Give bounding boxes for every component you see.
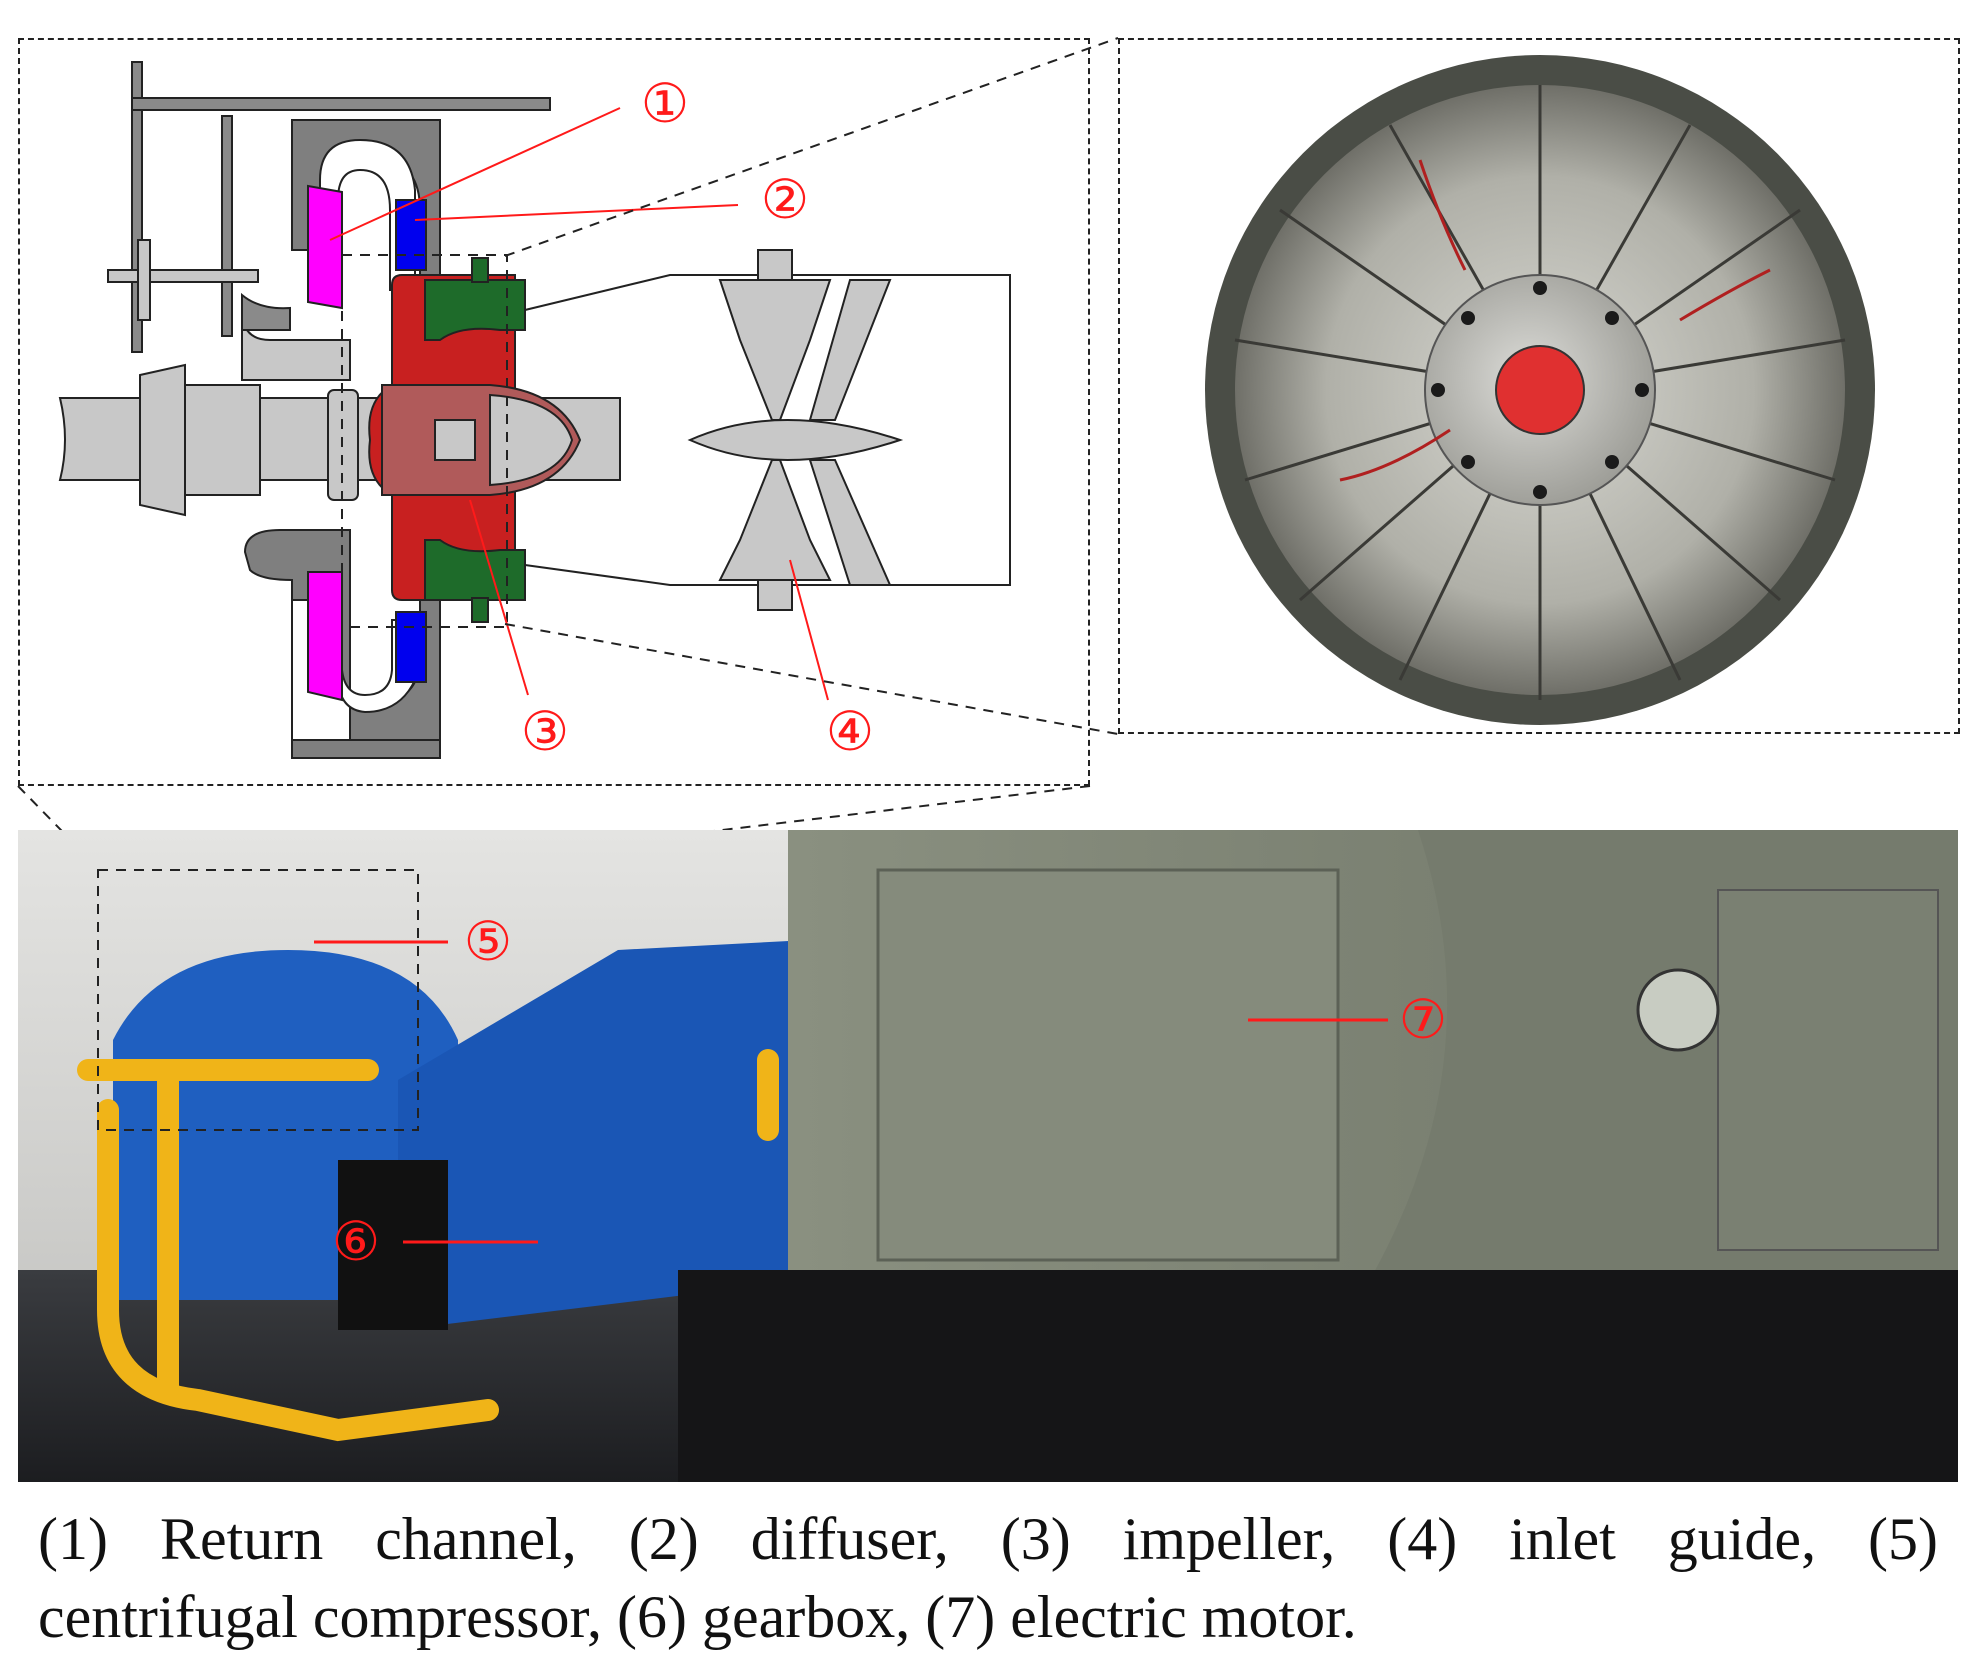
inlet-cone bbox=[687, 419, 904, 461]
guide-strut-upper bbox=[808, 279, 892, 421]
sensor-wire-2 bbox=[1679, 268, 1771, 322]
photo-zoom-region bbox=[97, 869, 419, 1131]
inlet-duct bbox=[524, 274, 1011, 586]
impeller-photo bbox=[1205, 55, 1875, 725]
figure-caption: (1) Return channel, (2) diffuser, (3) im… bbox=[38, 1500, 1938, 1656]
callout-3: ③ bbox=[521, 702, 569, 762]
stud-head bbox=[137, 239, 151, 321]
vane-pivot-upper bbox=[757, 249, 793, 281]
connector-impeller-top bbox=[504, 37, 1119, 257]
connector-impeller-bottom bbox=[504, 623, 1119, 735]
casing-wall-left bbox=[131, 61, 143, 353]
connector-photo-right bbox=[404, 785, 1091, 869]
casing-top-plate bbox=[131, 97, 551, 111]
diffuser-upper bbox=[395, 199, 427, 271]
vane-pivot-lower bbox=[757, 579, 793, 611]
seal-upper bbox=[424, 279, 526, 341]
coupling-hub bbox=[139, 363, 186, 517]
leader-2 bbox=[414, 204, 739, 221]
impeller-center-bolt bbox=[1495, 345, 1585, 435]
callout-4: ④ bbox=[826, 702, 874, 762]
gearbox-base-block bbox=[338, 1160, 448, 1330]
callout-7: ⑦ bbox=[1399, 990, 1447, 1050]
zoom-region bbox=[341, 254, 508, 628]
caption-line-2: centrifugal compressor, (6) gearbox, (7)… bbox=[38, 1584, 1357, 1650]
shaft-sleeve bbox=[184, 384, 261, 496]
motor-base-frame bbox=[678, 1270, 1958, 1482]
seal-bolt-lower bbox=[471, 597, 489, 623]
casing-inner-wall bbox=[221, 115, 233, 337]
motor-side-panel bbox=[876, 868, 1340, 1262]
impeller-key bbox=[434, 419, 476, 461]
leader-3 bbox=[469, 499, 529, 696]
bearing-housing-upper bbox=[241, 292, 291, 331]
schematic-panel: ① ② ③ ④ bbox=[18, 38, 1090, 786]
diffuser-lower bbox=[395, 611, 427, 683]
sensor-wire-1 bbox=[1418, 159, 1467, 271]
pressure-gauge bbox=[1636, 968, 1720, 1052]
guide-strut-lower bbox=[808, 459, 892, 586]
callout-2: ② bbox=[761, 170, 809, 230]
caption-line-1: (1) Return channel, (2) diffuser, (3) im… bbox=[38, 1506, 1938, 1572]
seal-bolt-upper bbox=[471, 257, 489, 283]
test-rig-photo-panel: ⑤ ⑥ ⑦ bbox=[18, 830, 1958, 1482]
callout-1: ① bbox=[641, 74, 689, 134]
hub-bolts bbox=[1431, 281, 1649, 499]
test-rig-photo: ⑤ ⑥ ⑦ bbox=[18, 830, 1958, 1482]
callout-6: ⑥ bbox=[332, 1212, 380, 1272]
motor-bearing-pedestal bbox=[1717, 889, 1939, 1251]
sensor-wire-3 bbox=[1339, 428, 1451, 482]
leader-1 bbox=[329, 107, 621, 241]
seal-lower bbox=[424, 539, 526, 601]
impeller-nose-nut bbox=[489, 393, 574, 487]
compressor-cross-section: ① ② ③ ④ bbox=[58, 61, 1011, 762]
callout-5: ⑤ bbox=[464, 912, 512, 972]
leader-4 bbox=[789, 559, 829, 701]
impeller-photo-panel bbox=[1118, 38, 1960, 734]
yellow-oil-pipes bbox=[77, 1049, 779, 1442]
return-channel-lower bbox=[307, 571, 343, 702]
gearbox bbox=[398, 940, 808, 1330]
return-channel-upper bbox=[307, 184, 343, 310]
